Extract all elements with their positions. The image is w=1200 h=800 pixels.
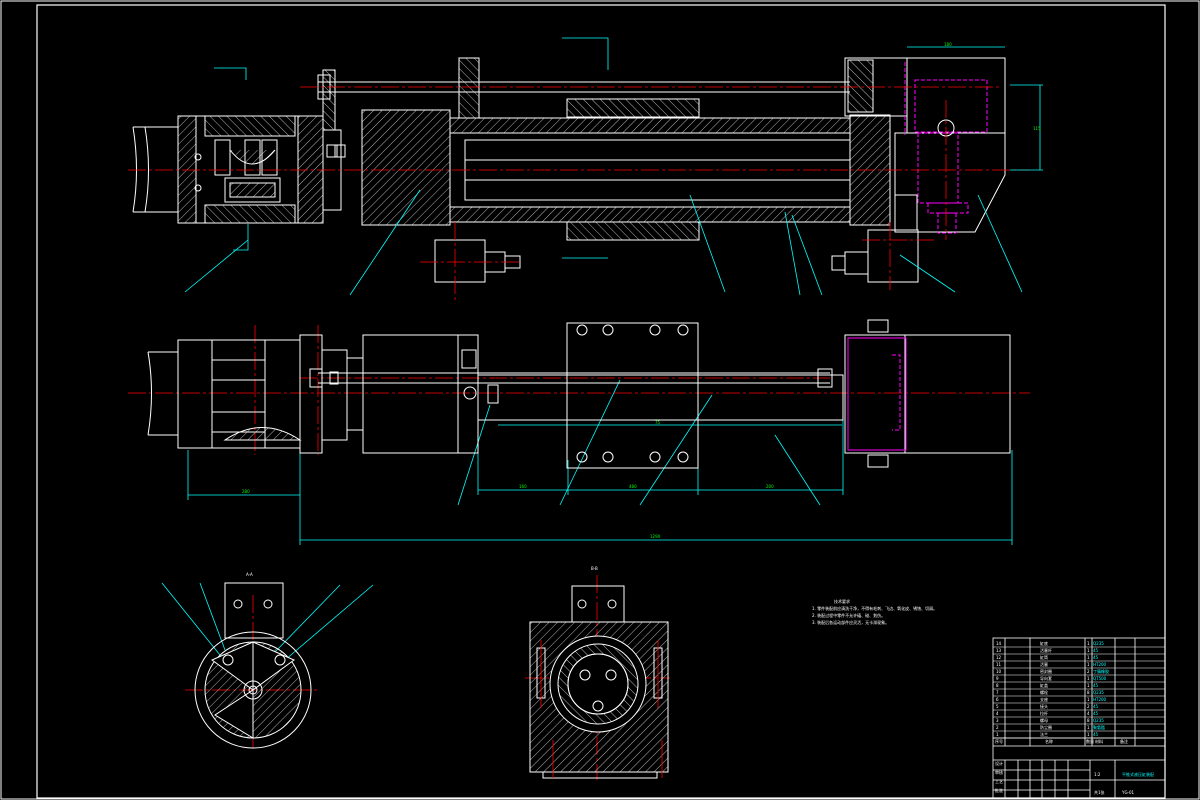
- dim-top-right: 180: [944, 42, 952, 47]
- parts-row-qty: 1: [1087, 655, 1090, 660]
- section-label-a: A-A: [246, 572, 253, 577]
- parts-row-material: QT500: [1093, 676, 1107, 681]
- title-block-scale: 1:2: [1094, 772, 1101, 777]
- parts-row-number: 11: [996, 662, 1002, 667]
- parts-row-name: 接头: [1040, 704, 1048, 709]
- parts-header-cell: 序号: [995, 739, 1003, 744]
- parts-row-name: 螺栓: [1040, 690, 1048, 695]
- parts-row-name: 缸盖: [1040, 683, 1048, 688]
- parts-row-number: 13: [996, 648, 1002, 653]
- parts-row-material: Q235: [1093, 641, 1104, 646]
- parts-header-cell: 备注: [1120, 739, 1128, 744]
- parts-row-material: 45: [1093, 711, 1099, 716]
- title-block-drawing-no: YG-01: [1122, 790, 1135, 795]
- parts-row-name: 密封圈: [1040, 669, 1052, 674]
- technical-note-3: 3. 装配后各运动部件应灵活，无卡滞现象。: [812, 620, 890, 625]
- parts-row-qty: 1: [1087, 683, 1090, 688]
- parts-row-number: 9: [996, 676, 999, 681]
- dim-mid-3: 480: [629, 484, 637, 489]
- parts-row-material: 45: [1093, 704, 1099, 709]
- section-a-view: [194, 582, 312, 749]
- parts-row-number: 14: [996, 641, 1002, 646]
- parts-row-material: 丁腈橡胶: [1093, 669, 1109, 674]
- parts-header-cell: 名称: [1045, 739, 1053, 744]
- parts-row-material: Q235: [1093, 718, 1104, 723]
- parts-row-material: HT200: [1093, 662, 1107, 667]
- plan-view: [147, 319, 1011, 469]
- parts-row-qty: 1: [1087, 676, 1090, 681]
- inner-border: [36, 4, 1166, 799]
- parts-row-material: 45: [1093, 732, 1099, 737]
- title-block-grid: [992, 637, 1166, 799]
- parts-row-number: 2: [996, 725, 999, 730]
- parts-row-number: 3: [996, 718, 999, 723]
- parts-row-number: 1: [996, 732, 999, 737]
- dim-right-vert: 115: [1033, 126, 1041, 131]
- parts-row-name: 螺母: [1040, 718, 1048, 723]
- parts-row-number: 5: [996, 704, 999, 709]
- parts-row-material: 45: [1093, 648, 1099, 653]
- parts-row-qty: 1: [1087, 732, 1090, 737]
- plan-bolts: [576, 324, 689, 463]
- dimension-lines: [161, 37, 1043, 666]
- parts-row-qty: 1: [1087, 725, 1090, 730]
- parts-row-name: 活塞杆: [1040, 648, 1052, 653]
- title-block-sheet: 共1张: [1094, 790, 1105, 795]
- sign-label: 审核: [995, 770, 1003, 775]
- parts-row-qty: 2: [1087, 704, 1090, 709]
- dim-mid-center: 75: [655, 420, 661, 425]
- plan-hidden: [847, 337, 907, 451]
- parts-row-number: 8: [996, 683, 999, 688]
- parts-row-name: 拉杆: [1040, 711, 1048, 716]
- technical-note-1: 1. 零件装配前应清洗干净，不得有毛刺、飞边、氧化皮、锈蚀、切屑。: [812, 606, 938, 611]
- section-label-b: B-B: [591, 566, 598, 571]
- title-block-name: 平推式液压缸装配: [1122, 772, 1154, 777]
- parts-row-name: 导向套: [1040, 676, 1052, 681]
- title-block-row-lines: [993, 646, 1165, 739]
- parts-row-qty: 4: [1087, 711, 1090, 716]
- parts-row-name: 活塞: [1040, 662, 1048, 667]
- sign-label: 批准: [995, 788, 1003, 793]
- dim-overall: 1290: [650, 534, 661, 539]
- parts-row-name: 缸筒: [1040, 655, 1048, 660]
- section-b-red-centerlines: [540, 640, 663, 778]
- parts-row-number: 7: [996, 690, 999, 695]
- parts-row-name: 法兰: [1040, 732, 1048, 737]
- parts-row-qty: 1: [1087, 648, 1090, 653]
- main-section-view: [132, 57, 1006, 283]
- dim-mid-2: 160: [519, 484, 527, 489]
- parts-header-cell: 数量: [1086, 739, 1094, 744]
- parts-row-number: 12: [996, 655, 1002, 660]
- parts-row-material: 聚氨酯: [1093, 725, 1105, 730]
- dim-mid-4: 200: [766, 484, 774, 489]
- parts-row-number: 10: [996, 669, 1002, 674]
- parts-row-material: HT200: [1093, 697, 1107, 702]
- parts-row-qty: 1: [1087, 697, 1090, 702]
- sign-label: 工艺: [995, 779, 1003, 784]
- parts-row-name: 缸底: [1040, 641, 1048, 646]
- parts-row-material: Q235: [1093, 690, 1104, 695]
- sign-label: 设计: [995, 761, 1003, 766]
- parts-row-qty: 2: [1087, 669, 1090, 674]
- technical-notes-title: 技术要求: [834, 599, 850, 604]
- parts-row-qty: 1: [1087, 662, 1090, 667]
- hidden-lines-top: [904, 62, 988, 234]
- parts-row-name: 支座: [1040, 697, 1048, 702]
- parts-row-number: 6: [996, 697, 999, 702]
- parts-row-name: 防尘圈: [1040, 725, 1052, 730]
- parts-row-number: 4: [996, 711, 999, 716]
- parts-row-qty: 8: [1087, 690, 1090, 695]
- dim-mid-1: 280: [242, 489, 250, 494]
- parts-row-qty: 8: [1087, 718, 1090, 723]
- parts-row-material: 45: [1093, 655, 1099, 660]
- parts-header-cell: 材料: [1095, 739, 1103, 744]
- technical-notes: 技术要求 1. 零件装配前应清洗干净，不得有毛刺、飞边、氧化皮、锈蚀、切屑。 2…: [812, 598, 992, 626]
- section-b-view: [529, 585, 669, 779]
- parts-row-material: 45: [1093, 683, 1099, 688]
- technical-note-2: 2. 装配过程中零件不允许磕、碰、划伤。: [812, 613, 886, 618]
- parts-row-qty: 1: [1087, 641, 1090, 646]
